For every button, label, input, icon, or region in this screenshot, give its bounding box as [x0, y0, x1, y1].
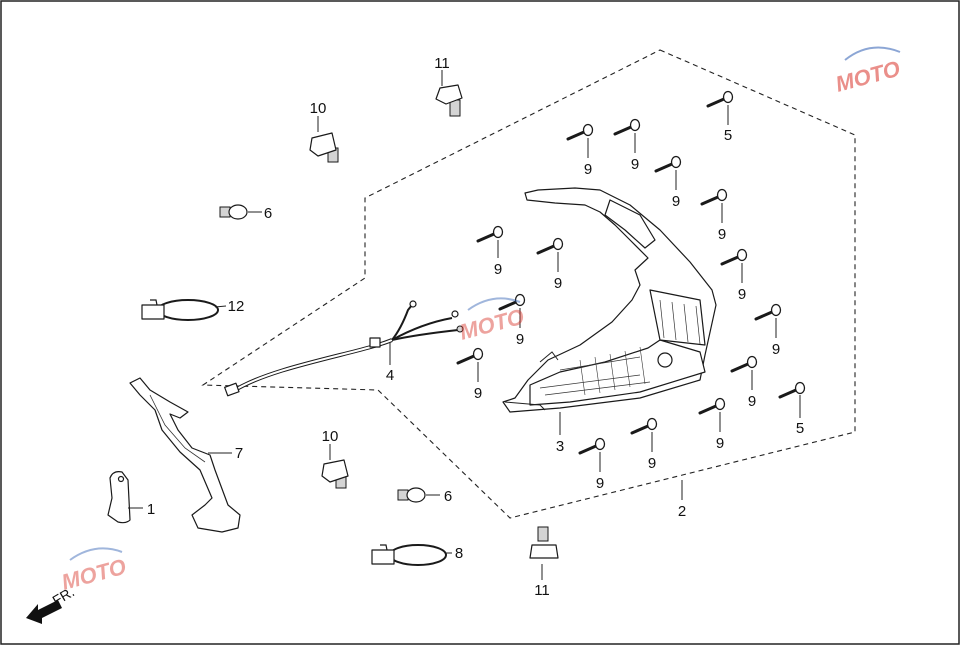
callout-9: 9 [516, 331, 524, 348]
screw-5[interactable] [778, 381, 806, 399]
callout-2: 2 [678, 503, 686, 520]
screw-9[interactable] [754, 303, 782, 321]
screw-9[interactable] [613, 118, 641, 136]
callout-9: 9 [738, 286, 746, 303]
callout-6-upper: 6 [264, 205, 272, 222]
bulb-6-lower[interactable] [397, 487, 426, 503]
callout-7: 7 [235, 445, 243, 462]
screw-9[interactable] [700, 188, 728, 206]
flange-bolt-10-upper[interactable] [309, 132, 339, 163]
leader-lines [128, 70, 801, 580]
flange-bolt-11-upper[interactable] [435, 84, 463, 117]
callout-10-upper: 10 [310, 100, 327, 117]
svg-text:MOTO: MOTO [833, 56, 903, 97]
callout-9: 9 [494, 261, 502, 278]
clip-bracket[interactable] [107, 471, 131, 524]
callout-9: 9 [554, 275, 562, 292]
callout-12: 12 [228, 298, 245, 315]
flange-bolt-10-lower[interactable] [321, 459, 349, 489]
screw-group [456, 90, 806, 455]
screw-5[interactable] [706, 90, 734, 108]
callout-4: 4 [386, 367, 394, 384]
screw-9[interactable] [654, 155, 682, 173]
cable-tie-12[interactable] [141, 299, 219, 321]
wire-harness[interactable] [224, 300, 464, 397]
screw-9[interactable] [566, 123, 594, 141]
callout-9: 9 [748, 393, 756, 410]
callout-5-lower: 5 [796, 420, 804, 437]
screw-9[interactable] [498, 293, 526, 311]
headlight-cowl-assembly[interactable] [502, 187, 717, 413]
callout-3: 3 [556, 438, 564, 455]
callout-11-lower: 11 [534, 582, 550, 599]
bulb-6-upper[interactable] [219, 204, 248, 220]
screw-9[interactable] [476, 225, 504, 243]
watermark-top-right: MOTO [833, 46, 903, 97]
flange-bolt-11-lower[interactable] [529, 526, 559, 559]
cable-tie-8[interactable] [371, 544, 447, 566]
screw-9[interactable] [630, 417, 658, 435]
assembly-boundary [201, 49, 856, 519]
screw-9[interactable] [456, 347, 484, 365]
callout-9: 9 [672, 193, 680, 210]
callout-6-lower: 6 [444, 488, 452, 505]
callout-9: 9 [648, 455, 656, 472]
callout-9: 9 [716, 435, 724, 452]
screw-9[interactable] [578, 437, 606, 455]
screw-9[interactable] [698, 397, 726, 415]
callout-9: 9 [772, 341, 780, 358]
callout-8: 8 [455, 545, 463, 562]
callout-5-upper: 5 [724, 127, 732, 144]
callout-labels: 11 10 6 12 7 1 4 10 6 8 11 2 3 5 5 9 9 9… [147, 55, 804, 599]
callout-10-lower: 10 [322, 428, 339, 445]
callout-9: 9 [584, 161, 592, 178]
callout-9: 9 [596, 475, 604, 492]
bracket-stay[interactable] [129, 377, 241, 533]
screw-9[interactable] [730, 355, 758, 373]
callout-9: 9 [718, 226, 726, 243]
screw-9[interactable] [720, 248, 748, 266]
callout-11-upper: 11 [434, 55, 450, 72]
svg-text:MOTO: MOTO [59, 554, 129, 595]
screw-9[interactable] [536, 237, 564, 255]
front-arrow-icon [26, 600, 62, 624]
callout-9: 9 [474, 385, 482, 402]
watermark-bottom-left: MOTO [59, 547, 129, 595]
callout-9: 9 [631, 156, 639, 173]
callout-1: 1 [147, 501, 155, 518]
